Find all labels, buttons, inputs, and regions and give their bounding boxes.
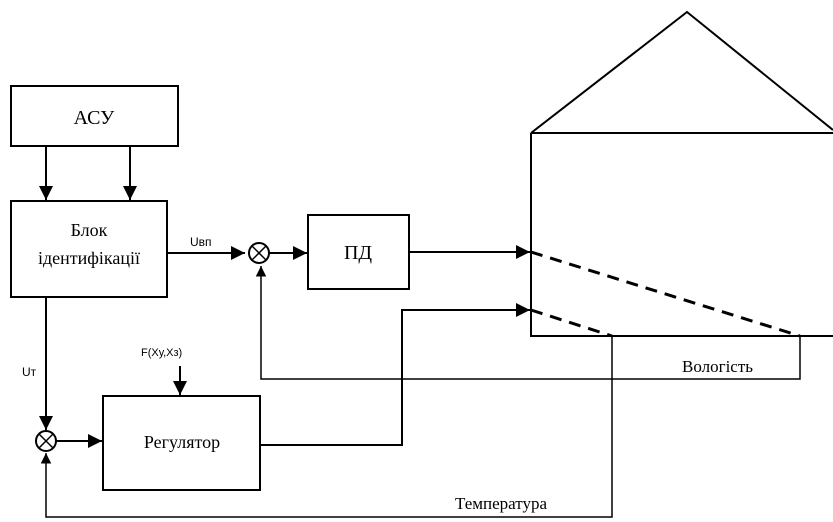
- identification-label-line1: Блок: [71, 220, 108, 240]
- regulator-label: Регулятор: [144, 432, 220, 452]
- setpoint-label: F(Xу,Xз): [141, 347, 182, 359]
- summing-junction-humidity: [249, 243, 269, 263]
- temperature-dashed-line: [531, 310, 612, 336]
- acu-label: АСУ: [74, 107, 116, 129]
- humidity-label: Вологість: [682, 357, 753, 376]
- greenhouse-roof: [531, 12, 833, 133]
- pd-label: ПД: [344, 242, 372, 264]
- regulator-to-greenhouse-arrow: [260, 310, 530, 445]
- greenhouse: [531, 12, 833, 336]
- u-vp-label: Uвп: [190, 235, 212, 249]
- greenhouse-walls: [531, 133, 833, 336]
- temperature-label: Температура: [455, 494, 547, 513]
- u-t-label: Uт: [22, 365, 37, 379]
- summing-junction-temperature: [36, 431, 56, 451]
- identification-label-line2: ідентифікації: [38, 248, 140, 268]
